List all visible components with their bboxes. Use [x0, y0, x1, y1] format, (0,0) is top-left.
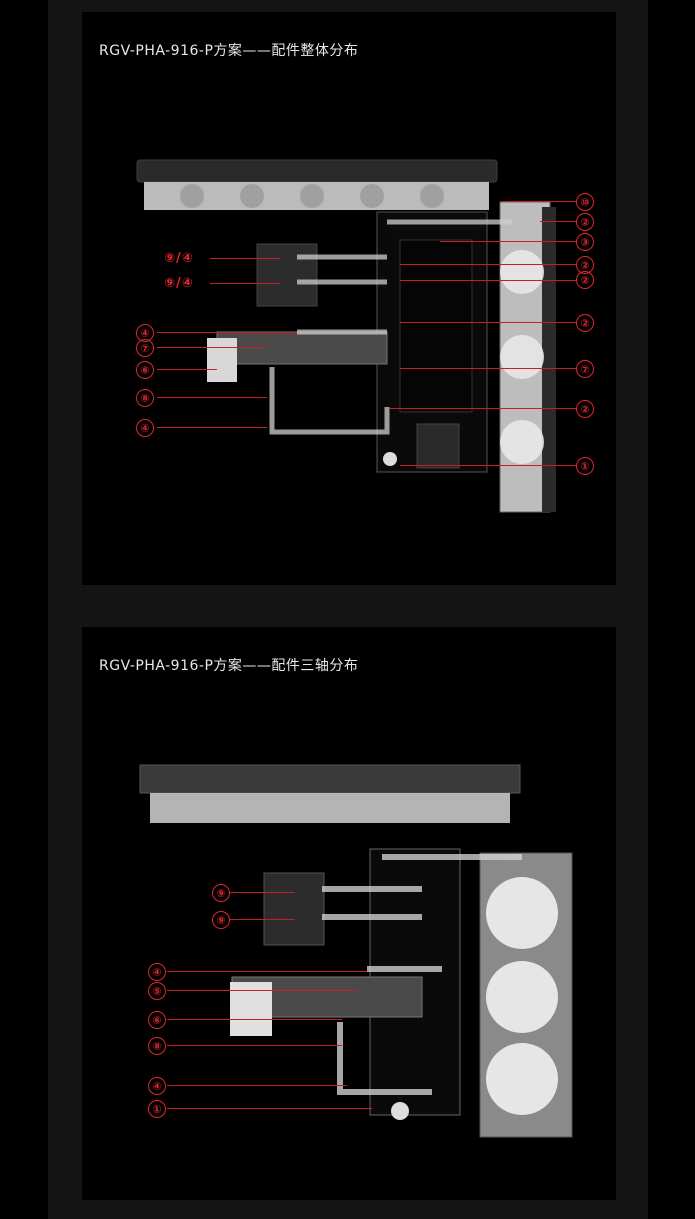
leader-line	[167, 1108, 372, 1109]
leader-line	[390, 408, 576, 409]
leader-line	[167, 971, 367, 972]
panel-title: RGV-PHA-916-P方案——配件三轴分布	[99, 658, 359, 674]
leader-line	[502, 201, 576, 202]
leader-line	[167, 990, 357, 991]
callout-marker: ②	[576, 213, 594, 231]
leader-line	[400, 264, 576, 265]
leader-line	[157, 369, 217, 370]
leader-line	[157, 397, 267, 398]
panel-overall-layout: RGV-PHA-916-P方案——配件整体分布	[82, 12, 616, 585]
callout-marker: ④	[148, 1077, 166, 1095]
callout-marker: ⑨/④	[164, 276, 194, 291]
callout-marker: ②	[576, 400, 594, 418]
callout-marker: ②	[576, 271, 594, 289]
callout-marker: ⑦	[576, 360, 594, 378]
callout-marker: ⑥	[148, 1011, 166, 1029]
panel-three-axis-layout: RGV-PHA-916-P方案——配件三轴分布	[82, 627, 616, 1200]
leader-line	[210, 258, 280, 259]
callout-marker: ⑨	[212, 884, 230, 902]
leader-line	[400, 368, 576, 369]
pc-build-illustration	[136, 159, 556, 513]
callout-marker: ⑧	[136, 389, 154, 407]
leader-line	[230, 919, 295, 920]
callout-marker: ⑦	[136, 339, 154, 357]
leader-line	[210, 283, 280, 284]
callout-marker: ②	[576, 314, 594, 332]
pc-build-illustration	[139, 764, 573, 1138]
leader-line	[230, 892, 295, 893]
leader-line	[167, 1045, 342, 1046]
callout-marker: ⑨	[212, 911, 230, 929]
callout-marker: ⑤	[148, 982, 166, 1000]
leader-line	[440, 241, 576, 242]
leader-line	[157, 347, 267, 348]
callout-marker: ⑩	[576, 193, 594, 211]
callout-marker: ⑨/④	[164, 251, 194, 266]
callout-marker: ③	[576, 233, 594, 251]
leader-line	[400, 322, 576, 323]
panel-title: RGV-PHA-916-P方案——配件整体分布	[99, 43, 359, 59]
callout-marker: ①	[148, 1100, 166, 1118]
callout-marker: ④	[136, 419, 154, 437]
callout-marker: ⑧	[148, 1037, 166, 1055]
leader-line	[157, 332, 297, 333]
leader-line	[400, 280, 576, 281]
leader-line	[167, 1019, 342, 1020]
callout-marker: ⑥	[136, 361, 154, 379]
callout-marker: ①	[576, 457, 594, 475]
leader-line	[400, 465, 576, 466]
leader-line	[157, 427, 267, 428]
leader-line	[540, 221, 576, 222]
callout-marker: ④	[148, 963, 166, 981]
leader-line	[167, 1085, 347, 1086]
